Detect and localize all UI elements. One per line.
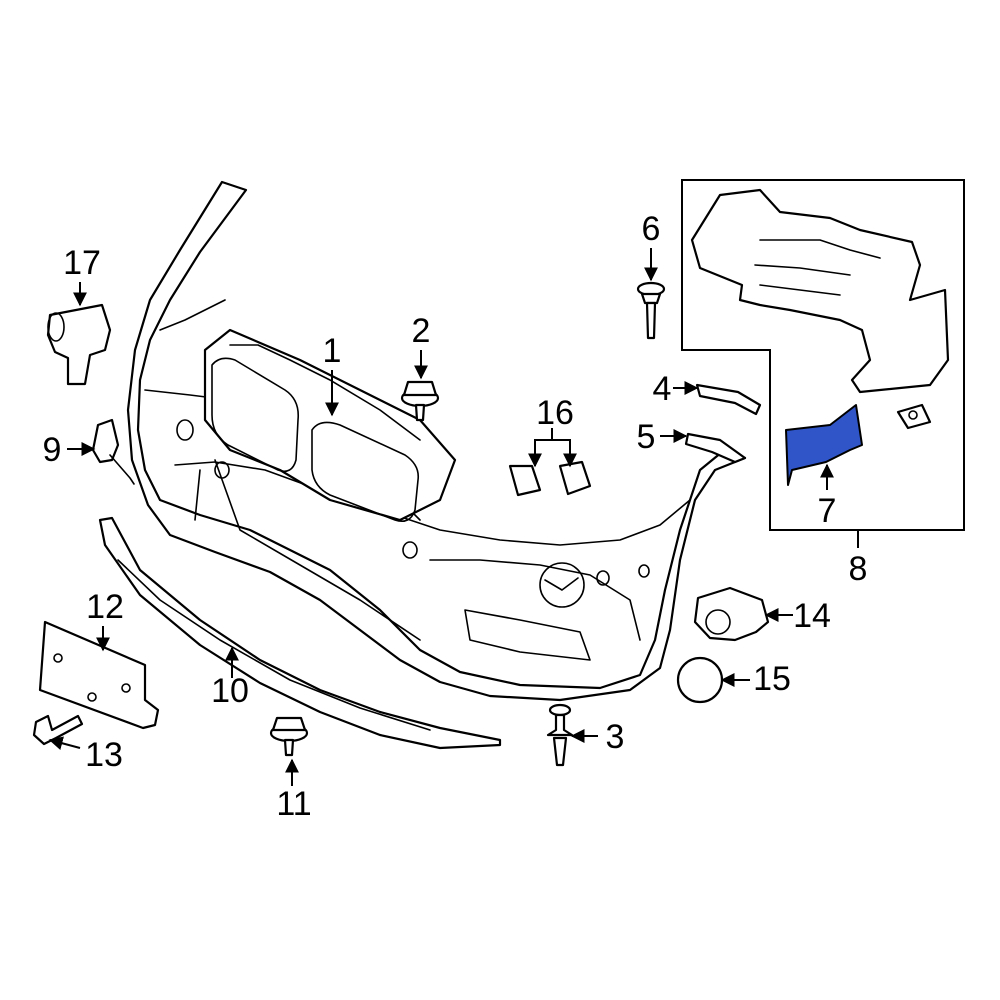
callout-14: 14 (793, 597, 831, 635)
nut-clip[interactable] (896, 403, 932, 430)
callout-10: 10 (211, 672, 249, 710)
brackets-16[interactable] (508, 460, 592, 497)
bracket-assembly[interactable] (690, 188, 950, 394)
nut-2[interactable] (400, 380, 440, 422)
callout-12: 12 (86, 588, 124, 626)
cap-15[interactable] (676, 656, 724, 704)
assembly-box-8 (681, 179, 965, 531)
lower-trim-strip[interactable] (98, 516, 502, 750)
callout-4: 4 (653, 370, 672, 408)
callout-8: 8 (849, 550, 868, 588)
clip-3[interactable] (546, 703, 574, 767)
nut-11[interactable] (269, 716, 309, 757)
bracket-4[interactable] (695, 383, 762, 416)
sensor-holder-14[interactable] (693, 586, 770, 642)
bolt-6[interactable] (636, 281, 666, 340)
callouts: 1 2 3 4 5 6 7 8 9 10 11 12 13 14 15 16 1… (43, 210, 868, 823)
leader-lines (48, 248, 859, 786)
callout-15: 15 (753, 660, 791, 698)
callout-13: 13 (85, 736, 123, 774)
bracket-5[interactable] (684, 432, 747, 464)
callout-11: 11 (276, 785, 311, 823)
grille-frame (203, 328, 457, 523)
callout-7: 7 (818, 492, 837, 530)
sensor-17[interactable] (46, 303, 112, 386)
callout-1: 1 (323, 332, 342, 370)
license-bracket[interactable] (38, 620, 160, 730)
callout-17: 17 (63, 244, 101, 282)
bolt-13[interactable] (32, 714, 84, 746)
callout-6: 6 (642, 210, 661, 248)
cap-9[interactable] (91, 418, 135, 485)
callout-3: 3 (606, 718, 625, 756)
callout-2: 2 (412, 312, 431, 350)
bracket-7-highlighted[interactable] (785, 404, 863, 486)
callout-9: 9 (43, 431, 62, 469)
callout-5: 5 (637, 418, 656, 456)
callout-16: 16 (536, 394, 574, 432)
